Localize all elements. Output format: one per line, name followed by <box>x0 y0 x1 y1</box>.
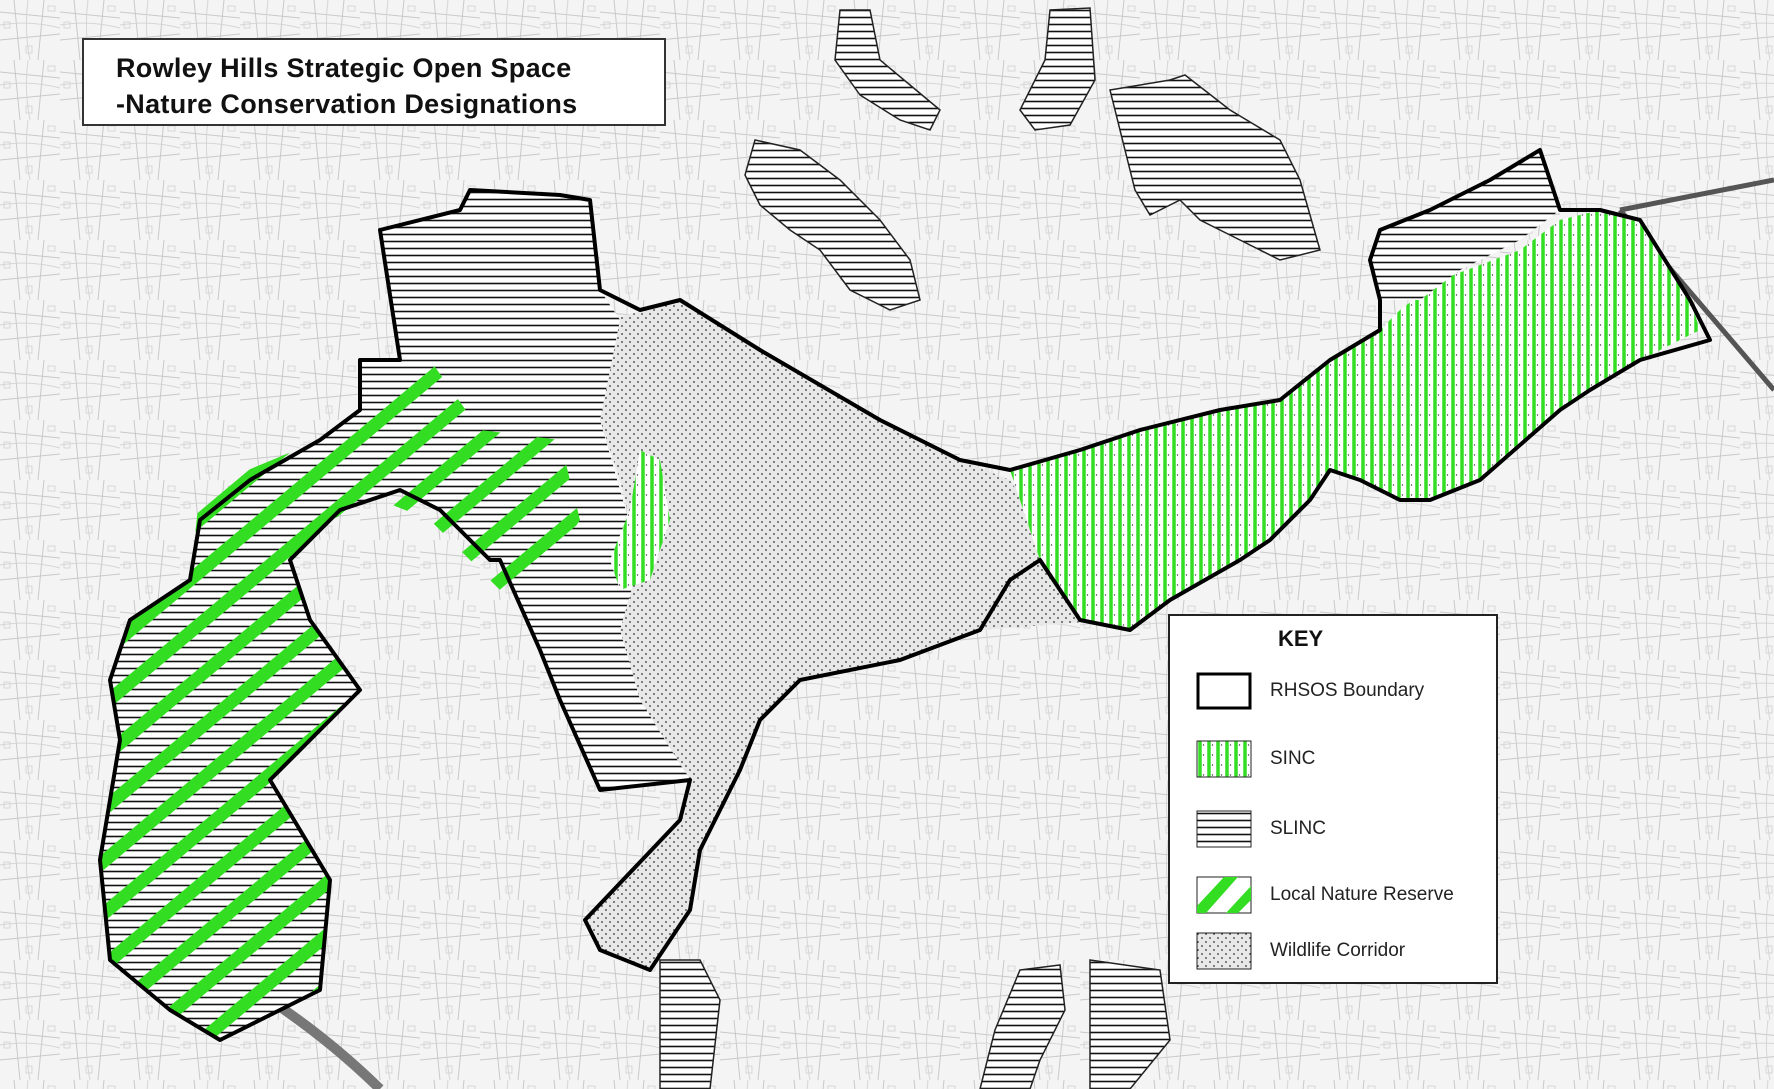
wildlife-corridor-central <box>585 300 1110 970</box>
legend-item-wildlife: Wildlife Corridor <box>1196 932 1496 972</box>
slinc-area-north-3 <box>1109 74 1321 261</box>
legend-box: KEY RHSOS Boundary SINC SLINC Local Natu… <box>1168 614 1498 984</box>
sinc-area-east <box>1010 210 1700 630</box>
lnr-swatch-icon <box>1196 876 1252 914</box>
sinc-swatch-icon <box>1196 740 1252 778</box>
legend-label-lnr: Local Nature Reserve <box>1270 884 1454 905</box>
rhsos-boundary <box>98 148 1712 1042</box>
boundary-swatch-icon <box>1196 672 1252 710</box>
slinc-area-south-3 <box>1089 959 1171 1089</box>
sinc-area-small <box>610 450 670 590</box>
slinc-area-north-east <box>1370 150 1560 300</box>
legend-label-boundary: RHSOS Boundary <box>1270 680 1425 701</box>
wildlife-swatch-icon <box>1196 932 1252 970</box>
slinc-swatch-icon <box>1196 810 1252 848</box>
slinc-area-north-2 <box>1019 7 1096 131</box>
map-title-line-1: Rowley Hills Strategic Open Space <box>116 53 572 83</box>
slinc-area-north-1 <box>834 9 941 131</box>
legend-item-boundary: RHSOS Boundary <box>1196 672 1496 712</box>
legend-item-slinc: SLINC <box>1196 810 1496 850</box>
slinc-area-south-1 <box>659 959 721 1089</box>
map-title-line-2: -Nature Conservation Designations <box>116 89 578 119</box>
legend-title: KEY <box>1278 626 1324 651</box>
legend-label-wildlife: Wildlife Corridor <box>1270 940 1406 961</box>
legend-label-slinc: SLINC <box>1270 818 1326 839</box>
legend-item-lnr: Local Nature Reserve <box>1196 876 1496 916</box>
slinc-area-south-2 <box>979 964 1066 1089</box>
map-title-box: Rowley Hills Strategic Open Space -Natur… <box>82 38 666 126</box>
slinc-area-north-4 <box>744 139 921 311</box>
legend-item-sinc: SINC <box>1196 740 1496 780</box>
legend-label-sinc: SINC <box>1270 748 1316 769</box>
